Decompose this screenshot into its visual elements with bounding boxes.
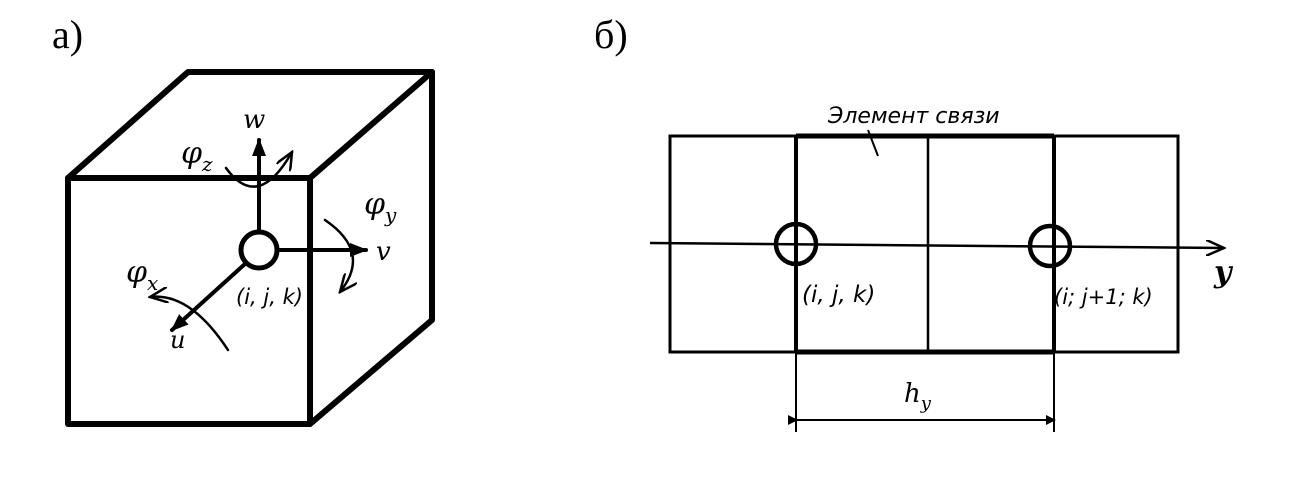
panel-b: б) Элемент связи y (i, j, k) (i; j+1; k) (594, 12, 1234, 432)
v-axis-label: v (376, 237, 391, 267)
phi-z-label: φz (181, 136, 213, 176)
panel-a-label: а) (52, 12, 83, 57)
u-axis-label: u (170, 326, 185, 354)
y-axis-arrow (649, 243, 1224, 248)
phi-y-rotation-arrow (323, 218, 353, 292)
panel-b-label: б) (594, 12, 628, 57)
w-axis-label: w (243, 105, 265, 135)
phi-y-label: φy (364, 187, 397, 227)
node-1-label: (i, j, k) (802, 282, 875, 308)
link-element-label: Элемент связи (827, 104, 1000, 129)
link-element-leader (867, 129, 879, 157)
phi-x-rotation-arrow (150, 297, 230, 352)
element-grid (668, 133, 1180, 355)
dimension-label: hy (904, 379, 932, 414)
phi-z-rotation-arrow (224, 152, 292, 188)
y-axis-label: y (1213, 255, 1234, 290)
cube (65, 69, 435, 427)
node-2 (1027, 223, 1073, 269)
cube-top-face (65, 69, 435, 181)
panel-a: а) w φz v φy u φx (i, j, k) (52, 12, 435, 427)
dimension-hy (788, 352, 1056, 432)
cube-right-face (307, 69, 435, 427)
node-2-label: (i; j+1; k) (1054, 285, 1153, 309)
u-axis-arrow (170, 261, 248, 332)
node-1 (773, 221, 819, 267)
phi-x-label: φx (126, 255, 158, 295)
node-label-a: (i, j, k) (236, 285, 303, 309)
